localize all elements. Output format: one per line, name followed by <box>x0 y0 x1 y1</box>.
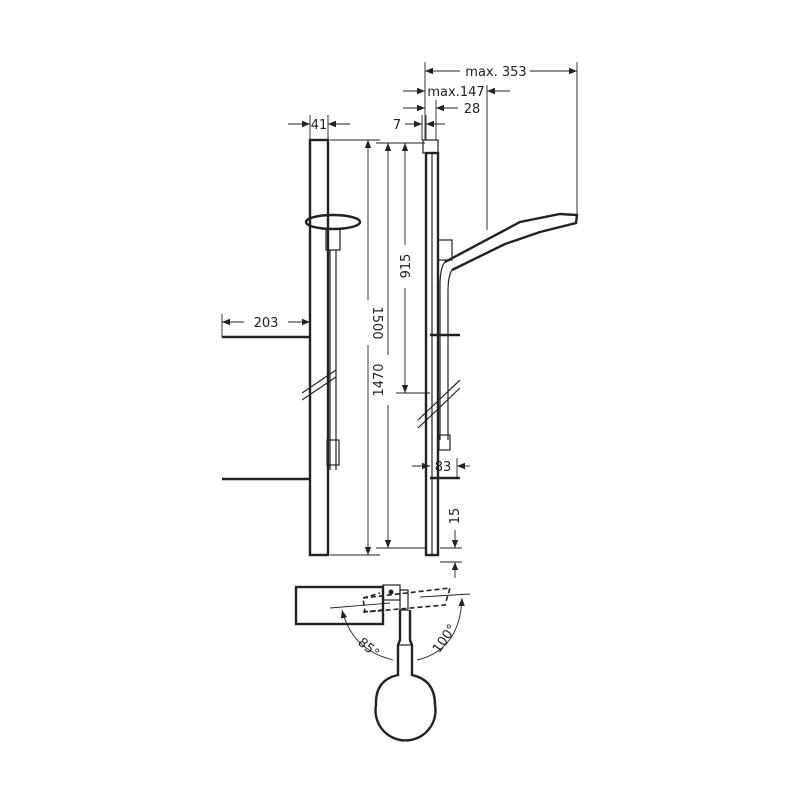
rotated-shelf <box>362 587 452 613</box>
dim-15: 15 <box>440 508 463 578</box>
dim-total-height: 1500 <box>330 139 384 556</box>
label-28: 28 <box>464 102 481 117</box>
label-1500: 1500 <box>369 306 384 339</box>
dim-7: 7 <box>393 115 445 140</box>
hand-shower <box>444 212 579 272</box>
dim-28: 28 <box>403 100 480 140</box>
label-1470: 1470 <box>372 363 387 396</box>
label-203: 203 <box>254 316 279 331</box>
break-line <box>301 369 337 401</box>
label-83: 83 <box>435 460 452 475</box>
label-max-147: max.147 <box>427 85 484 100</box>
label-100-degrees: 100° <box>430 622 460 656</box>
front-view <box>222 138 362 557</box>
dim-83: 83 <box>412 458 470 478</box>
wall-bracket-top <box>422 139 439 154</box>
dim-shelf-depth: 203 <box>221 314 310 337</box>
top-view: 85° 100° <box>294 584 471 742</box>
side-view <box>417 139 579 557</box>
dim-holder-height: 915 <box>396 143 430 394</box>
shelf-top <box>294 585 385 626</box>
hose <box>329 250 337 470</box>
label-85-degrees: 85° <box>355 635 382 661</box>
dim-rail-width: 41 <box>288 115 350 140</box>
label-15: 15 <box>448 508 463 525</box>
overhead-shower-head <box>304 213 362 231</box>
dim-max-147: max.147 <box>403 85 510 230</box>
rail-front <box>308 138 330 557</box>
dim-max-353: max. 353 <box>424 62 578 215</box>
label-915: 915 <box>399 254 414 279</box>
break-line-side <box>417 379 461 429</box>
label-7: 7 <box>393 118 401 133</box>
hose-side <box>439 300 449 440</box>
label-max-353: max. 353 <box>465 65 526 80</box>
hose-connector <box>326 439 340 466</box>
shower-head-top <box>374 610 437 742</box>
shower-holder <box>325 229 341 251</box>
dim-rail-length: 1470 <box>372 142 425 549</box>
label-41: 41 <box>311 118 328 133</box>
handshower-holder <box>437 239 453 261</box>
